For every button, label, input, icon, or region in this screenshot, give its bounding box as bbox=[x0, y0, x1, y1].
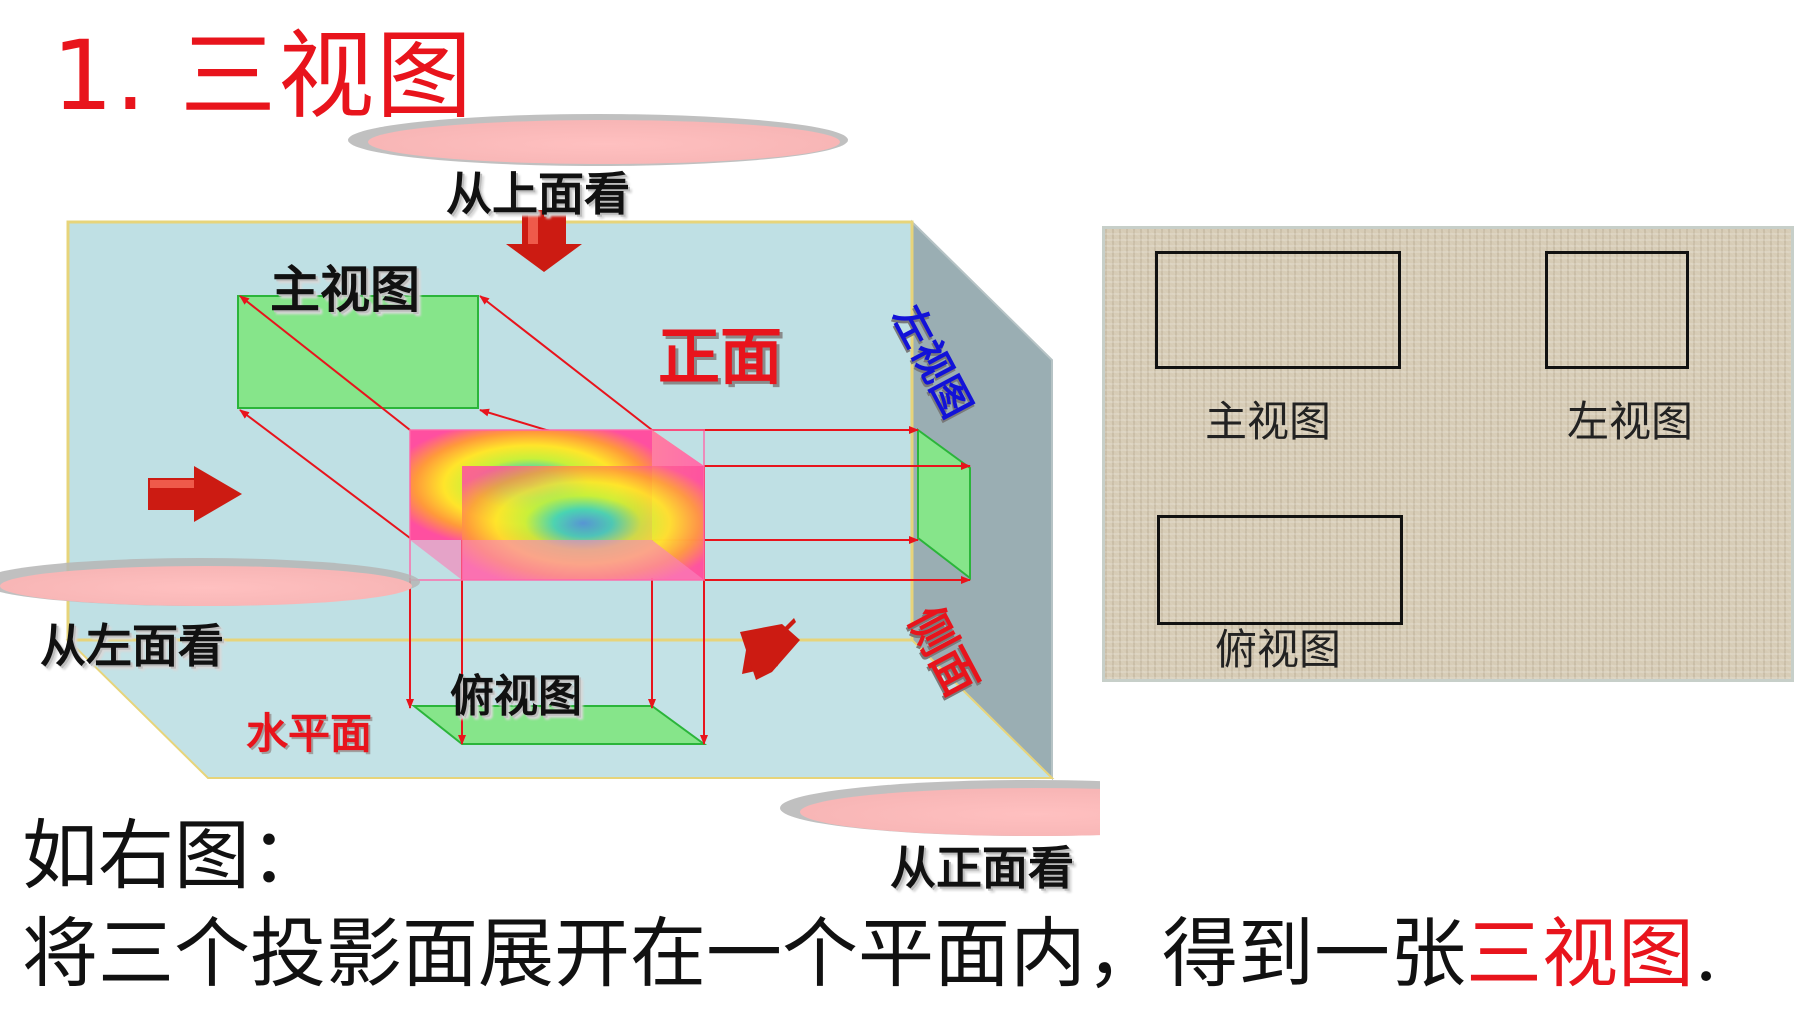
arrow-from-top-icon bbox=[506, 210, 582, 272]
label-front-plane: 正面 bbox=[658, 320, 783, 393]
label-horizontal-plane: 水平面 bbox=[246, 709, 373, 758]
caption-line-2: 将三个投影面展开在一个平面内，得到一张三视图. bbox=[22, 916, 1718, 992]
left-view-box bbox=[1545, 251, 1689, 369]
arrow-from-left-icon bbox=[148, 466, 242, 522]
front-view-box bbox=[1155, 251, 1401, 369]
cloud-front bbox=[780, 780, 1100, 836]
top-view-box bbox=[1157, 515, 1403, 625]
label-from-front: 从正面看 bbox=[890, 841, 1074, 895]
left-view-label: 左视图 bbox=[1567, 397, 1694, 446]
cloud-top bbox=[348, 114, 848, 166]
caption-line-1: 如右图： bbox=[22, 811, 326, 900]
caption-highlight: 三视图 bbox=[1466, 909, 1694, 998]
three-view-panel: 主视图 左视图 俯视图 bbox=[1102, 226, 1794, 682]
label-from-top: 从上面看 bbox=[446, 167, 630, 221]
caption-line-2-prefix: 将三个投影面展开在一个平面内，得到一张 bbox=[22, 909, 1466, 998]
projection-diagram bbox=[0, 114, 1100, 836]
rectangular-solid bbox=[409, 429, 705, 581]
arrow-from-front-icon bbox=[740, 618, 800, 680]
front-view-label: 主视图 bbox=[1205, 397, 1332, 446]
top-view-label: 俯视图 bbox=[1215, 625, 1342, 674]
caption-line-2-suffix: . bbox=[1694, 909, 1719, 998]
page-title: 1. 三视图 bbox=[52, 20, 475, 132]
label-top-view: 俯视图 bbox=[450, 671, 582, 722]
cloud-left bbox=[0, 558, 420, 606]
label-front-view: 主视图 bbox=[270, 260, 420, 319]
label-from-left: 从左面看 bbox=[40, 619, 224, 673]
